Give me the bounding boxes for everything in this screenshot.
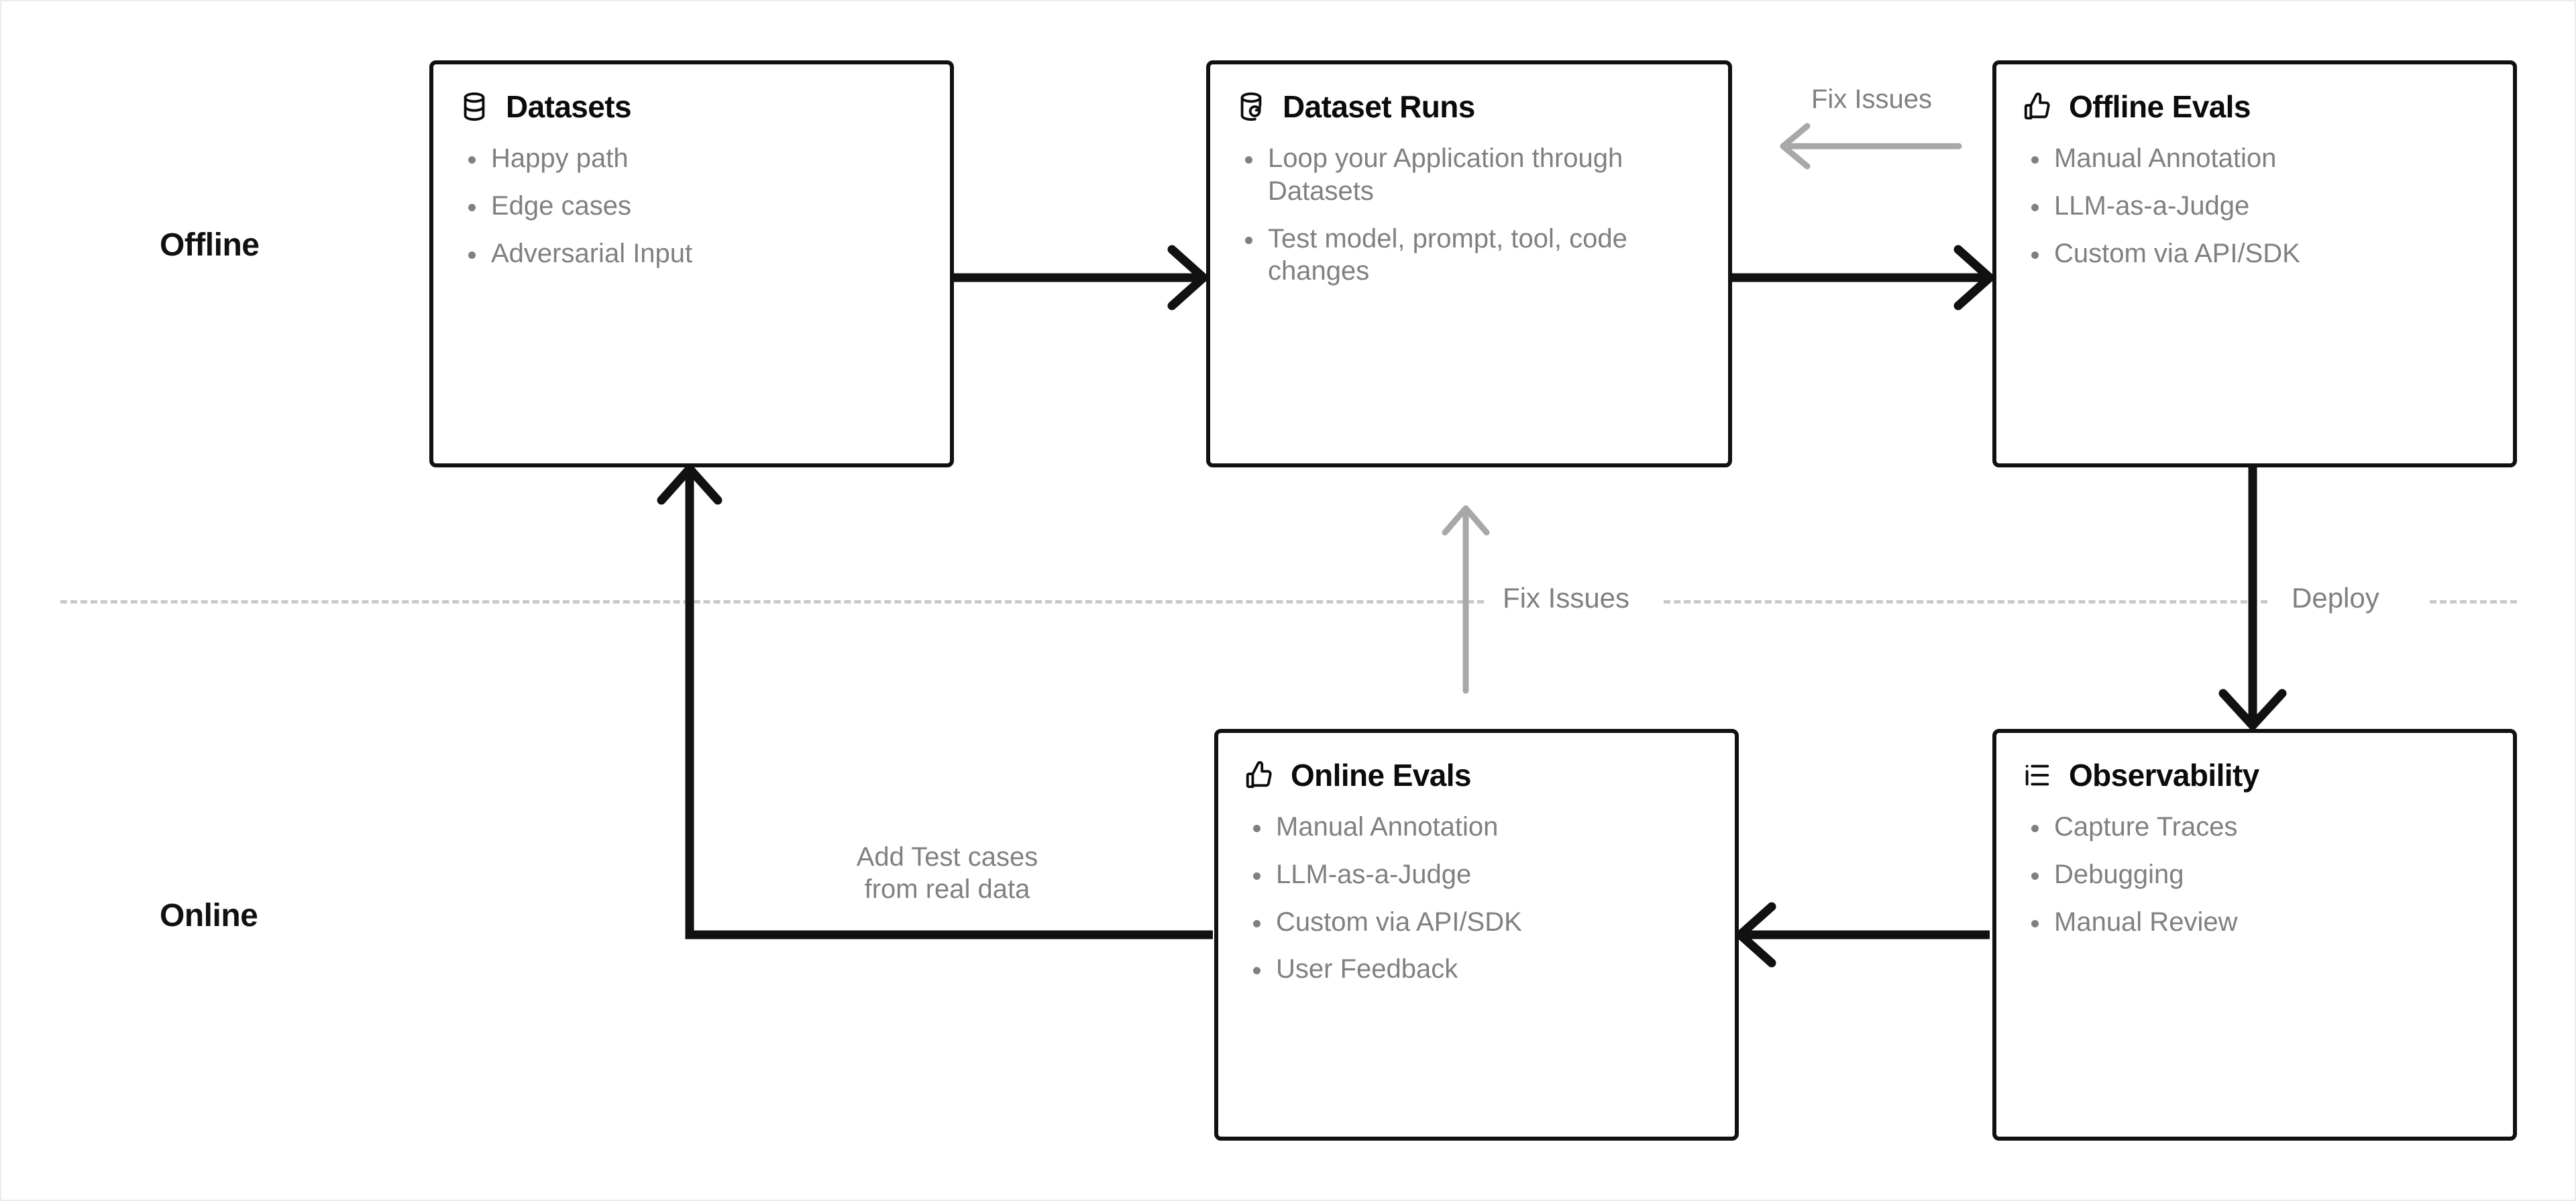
- node-offline-evals[interactable]: Offline Evals Manual Annotation LLM-as-a…: [1992, 60, 2517, 467]
- list-item: Test model, prompt, tool, code changes: [1236, 223, 1703, 288]
- database-refresh-icon: [1236, 91, 1267, 122]
- node-dataset-runs-header: Dataset Runs: [1236, 89, 1703, 125]
- node-observability[interactable]: Observability Capture Traces Debugging M…: [1992, 729, 2517, 1141]
- edge-label-add-test-cases: Add Test cases from real data: [856, 842, 1038, 904]
- edge-online-evals-to-dataset-runs: [1442, 505, 1490, 694]
- thumbs-up-icon: [1244, 760, 1275, 791]
- edge-datasets-to-dataset-runs: [953, 245, 1208, 310]
- list-item: Custom via API/SDK: [2022, 237, 2487, 270]
- node-observability-title: Observability: [2069, 758, 2259, 793]
- list-item: Manual Review: [2022, 906, 2487, 939]
- list-item: Happy path: [459, 142, 924, 175]
- list-item: Manual Annotation: [2022, 142, 2487, 175]
- list-item: Adversarial Input: [459, 237, 924, 270]
- lane-label-online: Online: [160, 898, 258, 933]
- node-offline-evals-title: Offline Evals: [2069, 89, 2251, 124]
- list-tree-icon: [2022, 760, 2053, 791]
- node-online-evals-header: Online Evals: [1244, 757, 1709, 793]
- divider-label-deploy: Deploy: [2281, 582, 2390, 614]
- divider-label-fix-issues: Fix Issues: [1492, 582, 1641, 614]
- node-datasets-title: Datasets: [506, 89, 632, 124]
- lane-divider-right: [2430, 600, 2517, 604]
- node-datasets-header: Datasets: [459, 89, 924, 125]
- list-item: Debugging: [2022, 858, 2487, 891]
- list-item: Manual Annotation: [1244, 811, 1709, 844]
- edge-observability-to-online-evals: [1735, 902, 1990, 968]
- edge-dataset-runs-to-offline-evals: [1732, 245, 1994, 310]
- node-observability-header: Observability: [2022, 757, 2487, 793]
- node-dataset-runs-title: Dataset Runs: [1283, 89, 1475, 124]
- node-online-evals-title: Online Evals: [1291, 758, 1472, 793]
- list-item: Custom via API/SDK: [1244, 906, 1709, 939]
- node-dataset-runs-bullets: Loop your Application through Datasets T…: [1236, 142, 1703, 288]
- list-item: Capture Traces: [2022, 811, 2487, 844]
- edge-offline-evals-to-dataset-runs: [1780, 123, 1962, 170]
- lane-divider-middle: [1664, 600, 2267, 604]
- list-item: User Feedback: [1244, 953, 1709, 986]
- node-offline-evals-bullets: Manual Annotation LLM-as-a-Judge Custom …: [2022, 142, 2487, 270]
- database-icon: [459, 91, 490, 122]
- list-item: Loop your Application through Datasets: [1236, 142, 1703, 208]
- edge-label-fix-issues-top: Fix Issues: [1811, 84, 1933, 114]
- thumbs-up-icon: [2022, 91, 2053, 122]
- node-datasets[interactable]: Datasets Happy path Edge cases Adversari…: [429, 60, 954, 467]
- lane-label-offline: Offline: [160, 227, 260, 263]
- node-online-evals-bullets: Manual Annotation LLM-as-a-Judge Custom …: [1244, 811, 1709, 986]
- node-datasets-bullets: Happy path Edge cases Adversarial Input: [459, 142, 924, 270]
- list-item: LLM-as-a-Judge: [1244, 858, 1709, 891]
- list-item: Edge cases: [459, 190, 924, 223]
- edge-offline-evals-to-observability: [2218, 466, 2287, 730]
- node-dataset-runs[interactable]: Dataset Runs Loop your Application throu…: [1206, 60, 1732, 467]
- node-offline-evals-header: Offline Evals: [2022, 89, 2487, 125]
- node-online-evals[interactable]: Online Evals Manual Annotation LLM-as-a-…: [1214, 729, 1739, 1141]
- lane-divider-left: [60, 600, 1484, 604]
- node-observability-bullets: Capture Traces Debugging Manual Review: [2022, 811, 2487, 938]
- list-item: LLM-as-a-Judge: [2022, 190, 2487, 223]
